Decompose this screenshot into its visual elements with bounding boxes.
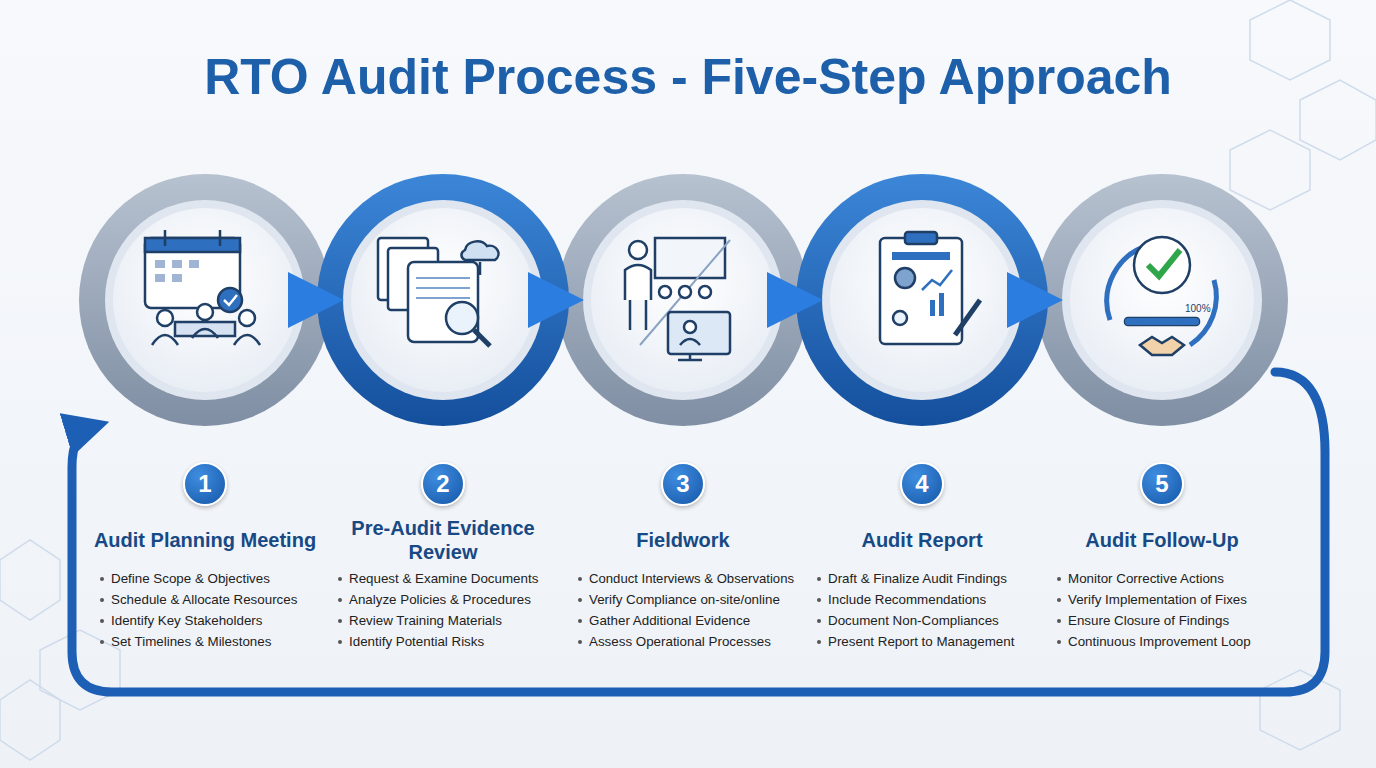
bullet-item: Draft & Finalize Audit Findings (817, 568, 1035, 589)
bullet-item: Continuous Improvement Loop (1057, 631, 1275, 652)
bullet-dot (100, 577, 104, 581)
bullet-text: Set Timelines & Milestones (111, 631, 271, 652)
bullet-text: Review Training Materials (349, 610, 502, 631)
bullet-item: Verify Implementation of Fixes (1057, 589, 1275, 610)
bullet-text: Gather Additional Evidence (589, 610, 750, 631)
bullet-list: Define Scope & ObjectivesSchedule & Allo… (92, 568, 318, 652)
bullet-dot (578, 619, 582, 623)
bullet-text: Continuous Improvement Loop (1068, 631, 1251, 652)
bullet-item: Present Report to Management (817, 631, 1035, 652)
bullet-item: Monitor Corrective Actions (1057, 568, 1275, 589)
bullet-text: Monitor Corrective Actions (1068, 568, 1224, 589)
progress-percent: 100% (1185, 303, 1211, 314)
bullet-item: Review Training Materials (338, 610, 556, 631)
step-number: 3 (661, 462, 705, 506)
bullet-dot (817, 577, 821, 581)
bullet-dot (817, 619, 821, 623)
chevron-arrow (556, 297, 570, 304)
step-number: 1 (183, 462, 227, 506)
bullet-text: Document Non-Compliances (828, 610, 999, 631)
step-column: 5Audit Follow-UpMonitor Corrective Actio… (1049, 172, 1275, 652)
bullet-list: Request & Examine DocumentsAnalyze Polic… (330, 568, 556, 652)
bullet-dot (578, 598, 582, 602)
bullet-text: Identify Potential Risks (349, 631, 484, 652)
bullet-item: Gather Additional Evidence (578, 610, 796, 631)
bullet-item: Schedule & Allocate Resources (100, 589, 318, 610)
chevron-arrow (318, 297, 330, 304)
bullet-item: Verify Compliance on-site/online (578, 589, 796, 610)
bullet-list: Monitor Corrective ActionsVerify Impleme… (1049, 568, 1275, 652)
bullet-text: Verify Compliance on-site/online (589, 589, 780, 610)
arrow-glow (782, 284, 811, 316)
bullet-text: Analyze Policies & Procedures (349, 589, 531, 610)
step-number: 5 (1140, 462, 1184, 506)
bullet-dot (100, 640, 104, 644)
bullet-dot (338, 619, 342, 623)
bullet-dot (578, 640, 582, 644)
bullet-item: Assess Operational Processes (578, 631, 796, 652)
diagram-title: RTO Audit Process - Five-Step Approach (0, 48, 1376, 106)
step-heading: Fieldwork (636, 516, 729, 564)
step-number: 2 (421, 462, 465, 506)
bullet-item: Analyze Policies & Procedures (338, 589, 556, 610)
bullet-list: Conduct Interviews & ObservationsVerify … (570, 568, 796, 652)
bullet-text: Assess Operational Processes (589, 631, 771, 652)
bullet-list: Draft & Finalize Audit FindingsInclude R… (809, 568, 1035, 652)
step-heading: Audit Follow-Up (1085, 516, 1238, 564)
bullet-item: Request & Examine Documents (338, 568, 556, 589)
step-column: 3FieldworkConduct Interviews & Observati… (570, 172, 796, 652)
arrow-glow (304, 284, 332, 316)
bullet-dot (817, 598, 821, 602)
bullet-item: Document Non-Compliances (817, 610, 1035, 631)
bullet-dot (1057, 640, 1061, 644)
bullet-dot (338, 640, 342, 644)
bullet-item: Ensure Closure of Findings (1057, 610, 1275, 631)
bullet-dot (100, 598, 104, 602)
bullet-item: Include Recommendations (817, 589, 1035, 610)
bullet-item: Set Timelines & Milestones (100, 631, 318, 652)
bullet-item: Define Scope & Objectives (100, 568, 318, 589)
bullet-dot (338, 577, 342, 581)
bullet-text: Identify Key Stakeholders (111, 610, 263, 631)
bullet-item: Identify Key Stakeholders (100, 610, 318, 631)
bullet-text: Define Scope & Objectives (111, 568, 270, 589)
step-column: 1Audit Planning MeetingDefine Scope & Ob… (92, 172, 318, 652)
bullet-dot (1057, 598, 1061, 602)
arrow-glow (1021, 284, 1051, 316)
bullet-text: Include Recommendations (828, 589, 986, 610)
bullet-item: Identify Potential Risks (338, 631, 556, 652)
bullet-text: Conduct Interviews & Observations (589, 568, 794, 589)
bullet-dot (578, 577, 582, 581)
arrow-glow (542, 284, 572, 316)
bullet-dot (1057, 577, 1061, 581)
step-heading: Pre-Audit Evidence Review (330, 516, 556, 564)
bullet-item: Conduct Interviews & Observations (578, 568, 796, 589)
loop-arrow (72, 372, 1325, 692)
bullet-dot (100, 619, 104, 623)
bullet-dot (338, 598, 342, 602)
bullet-dot (817, 640, 821, 644)
step-heading: Audit Planning Meeting (94, 516, 316, 564)
bullet-text: Verify Implementation of Fixes (1068, 589, 1247, 610)
bullet-text: Draft & Finalize Audit Findings (828, 568, 1007, 589)
step-number: 4 (900, 462, 944, 506)
bullet-text: Request & Examine Documents (349, 568, 538, 589)
bullet-text: Schedule & Allocate Resources (111, 589, 297, 610)
bullet-text: Present Report to Management (828, 631, 1014, 652)
bullet-text: Ensure Closure of Findings (1068, 610, 1229, 631)
chevron-arrow (796, 297, 809, 304)
step-heading: Audit Report (861, 516, 982, 564)
chevron-arrow (1035, 297, 1049, 304)
step-column: 4Audit ReportDraft & Finalize Audit Find… (809, 172, 1035, 652)
step-column: 2Pre-Audit Evidence ReviewRequest & Exam… (330, 172, 556, 652)
bullet-dot (1057, 619, 1061, 623)
